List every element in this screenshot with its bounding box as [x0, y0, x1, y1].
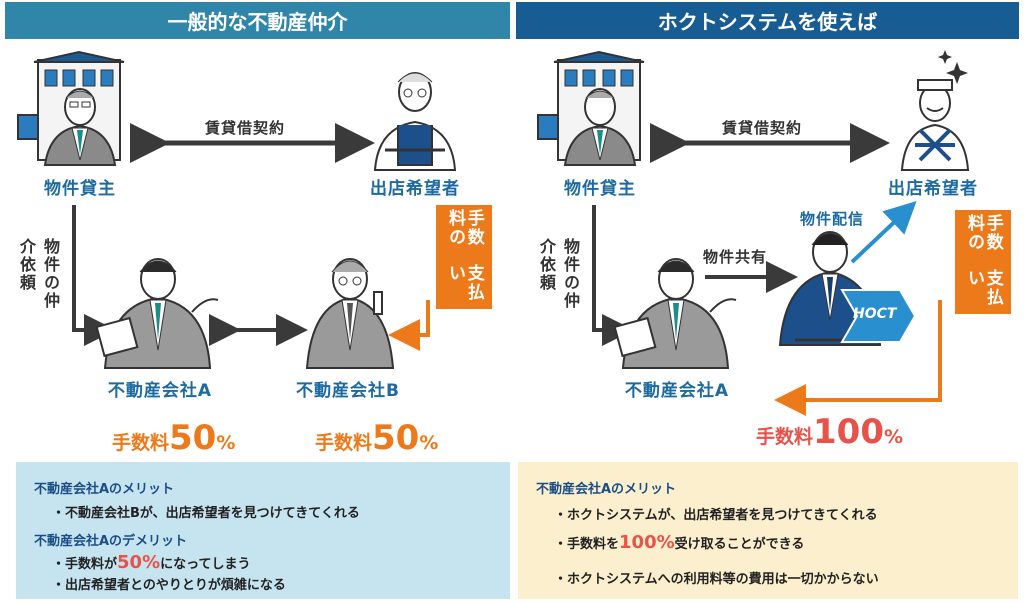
owner-person-icon-left [43, 88, 117, 166]
payment-arrow-right [774, 300, 942, 416]
left-demerit-title: 不動産会社Aのデメリット [34, 534, 188, 549]
tenant-person-icon-left [373, 72, 457, 171]
left-demerit-1-highlight: 50% [117, 552, 161, 573]
deliver-arrow [850, 201, 917, 264]
diagram-illustrations [17, 50, 970, 416]
payment-line2-right: 支払い [964, 268, 1003, 307]
fee-right: 手数料100% [756, 412, 903, 452]
fee-right-label: 手数料 [756, 426, 814, 448]
fee-b-percent: % [419, 432, 439, 454]
contract-label-right: 賃貸借契約 [722, 119, 803, 137]
sparkle-icon [938, 50, 968, 84]
payment-box-right: 手数料の 支払い [955, 210, 1011, 314]
fee-b-left: 手数料50% [315, 418, 438, 458]
request-arrow-left [72, 205, 116, 346]
payment-line1-left: 手数料の [445, 209, 484, 247]
payment-box-left: 手数料の 支払い [436, 205, 492, 309]
agent-b-person-icon-left [305, 258, 395, 369]
right-merit-title: 不動産会社Aのメリット [536, 482, 677, 497]
left-merit-title: 不動産会社Aのメリット [34, 482, 175, 497]
agent-a-person-icon-left [95, 258, 219, 369]
tenant-label-left: 出店希望者 [370, 179, 460, 199]
request-label-right: 物件の仲介依頼 [537, 238, 580, 310]
owner-person-icon-right [563, 88, 637, 166]
left-header: 一般的な不動産仲介 [5, 2, 510, 39]
right-header: ホクトシステムを使えば [516, 2, 1019, 39]
deliver-label: 物件配信 [800, 210, 865, 228]
left-header-title: 一般的な不動産仲介 [167, 10, 348, 34]
fee-a-percent: % [216, 432, 236, 454]
fee-a-label: 手数料 [112, 432, 170, 454]
fee-a-number: 50 [169, 418, 217, 458]
right-merit-2-post: 受け取ることができる [674, 537, 805, 552]
owner-label-left: 物件貸主 [44, 179, 116, 199]
payment-line2-left: 支払い [445, 263, 484, 302]
fee-a-left: 手数料50% [112, 418, 235, 458]
agent-a-label-right: 不動産会社A [624, 381, 730, 401]
left-demerit-item-2: ・出店希望者とのやりとりが煩雑になる [52, 578, 286, 593]
right-merit-item-1: ・ホクトシステムが、出店希望者を見つけてきてくれる [554, 508, 878, 523]
right-merit-item-3: ・ホクトシステムへの利用料等の費用は一切かからない [554, 572, 879, 587]
left-demerit-1-post: になってしまう [160, 557, 251, 572]
agent-a-person-icon-right [613, 258, 737, 369]
right-merit-item-2: ・手数料を100%受け取ることができる [554, 532, 804, 553]
left-info-panel: 不動産会社Aのメリット ・不動産会社Bが、出店希望者を見つけてきてくれる 不動産… [16, 462, 510, 599]
right-merit-2-pre: ・手数料を [554, 537, 620, 552]
fee-right-number: 100 [813, 412, 884, 452]
fee-b-number: 50 [372, 418, 420, 458]
agent-b-label-left: 不動産会社B [296, 381, 400, 401]
left-demerit-item-1: ・手数料が50%になってしまう [52, 552, 250, 573]
fee-b-label: 手数料 [315, 432, 373, 454]
payment-line1-right: 手数料の [964, 214, 1003, 252]
owner-label-right: 物件貸主 [564, 179, 636, 199]
tenant-person-icon-right [900, 79, 970, 171]
request-label-left: 物件の仲介依頼 [17, 238, 60, 310]
share-label: 物件共有 [703, 248, 768, 266]
agent-a-label-left: 不動産会社A [107, 381, 213, 401]
payment-arrow-left [388, 300, 430, 351]
request-arrow-right [592, 205, 634, 346]
hoct-logo-icon [840, 289, 917, 343]
hoct-logo-text: HOCT [853, 306, 897, 322]
right-header-title: ホクトシステムを使えば [657, 10, 878, 34]
right-merit-2-highlight: 100% [619, 532, 675, 553]
contract-label-left: 賃貸借契約 [205, 119, 286, 137]
tenant-label-right: 出店希望者 [888, 179, 978, 199]
left-merit-item: ・不動産会社Bが、出店希望者を見つけてきてくれる [52, 506, 360, 521]
left-demerit-1-pre: ・手数料が [52, 557, 118, 572]
right-info-panel: 不動産会社Aのメリット ・ホクトシステムが、出店希望者を見つけてきてくれる ・手… [518, 462, 1018, 599]
fee-right-percent: % [884, 426, 904, 448]
